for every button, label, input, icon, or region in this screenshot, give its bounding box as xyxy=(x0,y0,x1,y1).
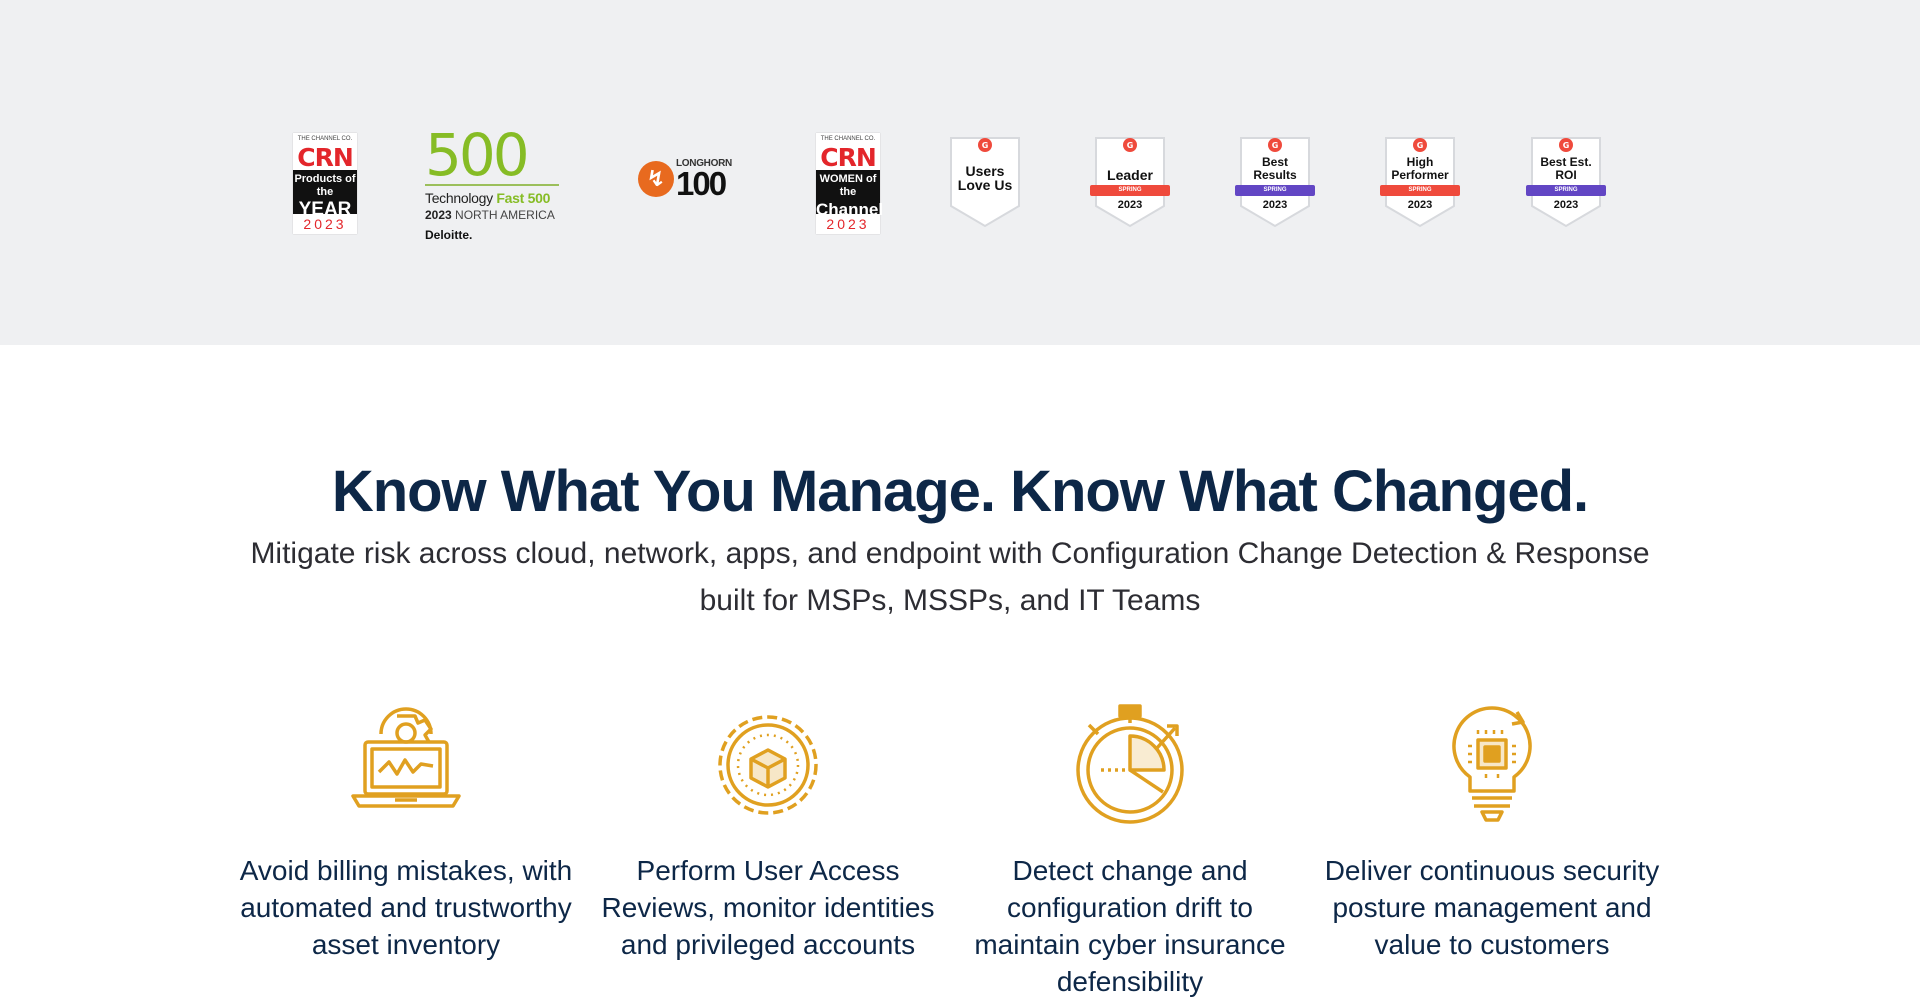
g2-badge-shape: G xyxy=(950,137,1020,228)
g2-badge-ribbon: SPRING xyxy=(1090,185,1170,196)
g2-badge-ribbon: SPRING xyxy=(1380,185,1460,196)
g2-badge-shape: G xyxy=(1240,137,1310,228)
g2-badge-shape: G xyxy=(1385,137,1455,228)
crn-women-year: 2023 xyxy=(826,216,870,232)
fast500-title: Technology Fast 500 xyxy=(425,190,559,206)
longhorn-icon: ↯ xyxy=(638,160,674,197)
crn-women-of-the-channel-badge: THE CHANNEL CO. CRN WOMEN of the Channel… xyxy=(816,133,883,234)
crn-women-title-line1: WOMEN of the xyxy=(819,173,877,198)
fast500-divider xyxy=(425,184,559,186)
feature-caption: Perform User Access Reviews, monitor ide… xyxy=(601,855,935,960)
feature-caption: Detect change and configuration drift to… xyxy=(974,855,1286,997)
crn-women-top-label: THE CHANNEL CO. xyxy=(820,136,876,142)
g2-high-performer-badge: G High Performer SPRING 2023 xyxy=(1380,136,1460,228)
g2-best-results-badge: G Best Results SPRING 2023 xyxy=(1235,136,1315,228)
g2-badge-title: Best Est. ROI xyxy=(1540,155,1592,182)
g2-badge-year: 2023 xyxy=(1117,199,1143,211)
svg-text:G: G xyxy=(982,141,989,150)
longhorn-100-badge: ↯ LONGHORN 100 xyxy=(638,158,732,202)
awards-band: THE CHANNEL CO. CRN Products of the YEAR… xyxy=(0,0,1920,345)
gear-cube-icon xyxy=(718,715,818,815)
g2-badge-year: 2023 xyxy=(1262,199,1288,211)
deloitte-fast-500-badge: 500 Technology Fast 500 2023 NORTH AMERI… xyxy=(425,121,559,242)
g2-badge-ribbon: SPRING xyxy=(1526,185,1606,196)
crn-women-title-line2: Channel xyxy=(816,200,884,219)
longhorn-number: 100 xyxy=(676,165,727,202)
fast500-region: NORTH AMERICA xyxy=(455,208,555,222)
svg-text:G: G xyxy=(1563,141,1570,150)
crn-women-title: WOMEN of the Channel xyxy=(816,170,883,219)
longhorn-text: LONGHORN 100 xyxy=(676,158,732,202)
crn-top-label: THE CHANNEL CO. xyxy=(297,136,353,142)
g2-badge-title: High Performer xyxy=(1391,155,1449,182)
page-title: Know What You Manage. Know What Changed. xyxy=(331,459,1589,524)
longhorn-brand: LONGHORN xyxy=(676,158,732,169)
fast500-number: 500 xyxy=(425,121,530,189)
svg-text:G: G xyxy=(1272,141,1279,150)
g2-leader-badge: G Leader SPRING 2023 xyxy=(1090,136,1170,228)
feature-change-detection: Detect change and configuration drift to… xyxy=(960,700,1300,1000)
fast500-fast: Fast 500 xyxy=(496,190,551,206)
fast500-tech: Technology xyxy=(425,190,493,206)
svg-text:G: G xyxy=(1417,141,1424,150)
crn-women-logo: CRN xyxy=(816,145,880,170)
fast500-region-line: 2023 NORTH AMERICA xyxy=(425,208,559,222)
g2-badge-year: 2023 xyxy=(1407,199,1433,211)
g2-badge-shape: G xyxy=(1095,137,1165,228)
feature-caption: Avoid billing mistakes, with automated a… xyxy=(239,855,573,960)
laptop-gear-icon xyxy=(351,707,461,808)
crn-title-line2: YEAR xyxy=(298,199,352,220)
g2-badge-title: Best Results xyxy=(1253,155,1297,182)
g2-badge-ribbon: SPRING xyxy=(1235,185,1315,196)
svg-text:G: G xyxy=(1127,141,1134,150)
lightbulb-chip-icon xyxy=(1452,706,1532,822)
stopwatch-chart-icon xyxy=(1076,704,1184,824)
feature-security-posture: Deliver continuous security posture mana… xyxy=(1322,700,1662,963)
crn-title: Products of the YEAR xyxy=(293,170,357,220)
feature-asset-inventory: Avoid billing mistakes, with automated a… xyxy=(236,700,576,963)
crn-products-of-the-year-badge: THE CHANNEL CO. CRN Products of the YEAR… xyxy=(293,133,357,234)
crn-year: 2023 xyxy=(303,216,347,232)
deloitte-logo: Deloitte. xyxy=(425,228,473,242)
feature-caption: Deliver continuous security posture mana… xyxy=(1324,855,1660,960)
crn-title-line1: Products of the xyxy=(294,173,356,198)
crn-logo: CRN xyxy=(293,145,357,170)
g2-badge-title: Users Love Us xyxy=(957,163,1013,193)
page-subtitle: Mitigate risk across cloud, network, app… xyxy=(250,537,1650,617)
g2-badge-title: Leader xyxy=(1107,167,1153,183)
fast500-year: 2023 xyxy=(425,208,452,222)
g2-users-love-us-badge: G Users Love Us xyxy=(949,136,1021,228)
feature-user-access: Perform User Access Reviews, monitor ide… xyxy=(598,700,938,963)
g2-badge-shape: G xyxy=(1531,137,1601,228)
g2-best-est-roi-badge: G Best Est. ROI SPRING 2023 xyxy=(1526,136,1606,228)
g2-badge-year: 2023 xyxy=(1553,199,1579,211)
